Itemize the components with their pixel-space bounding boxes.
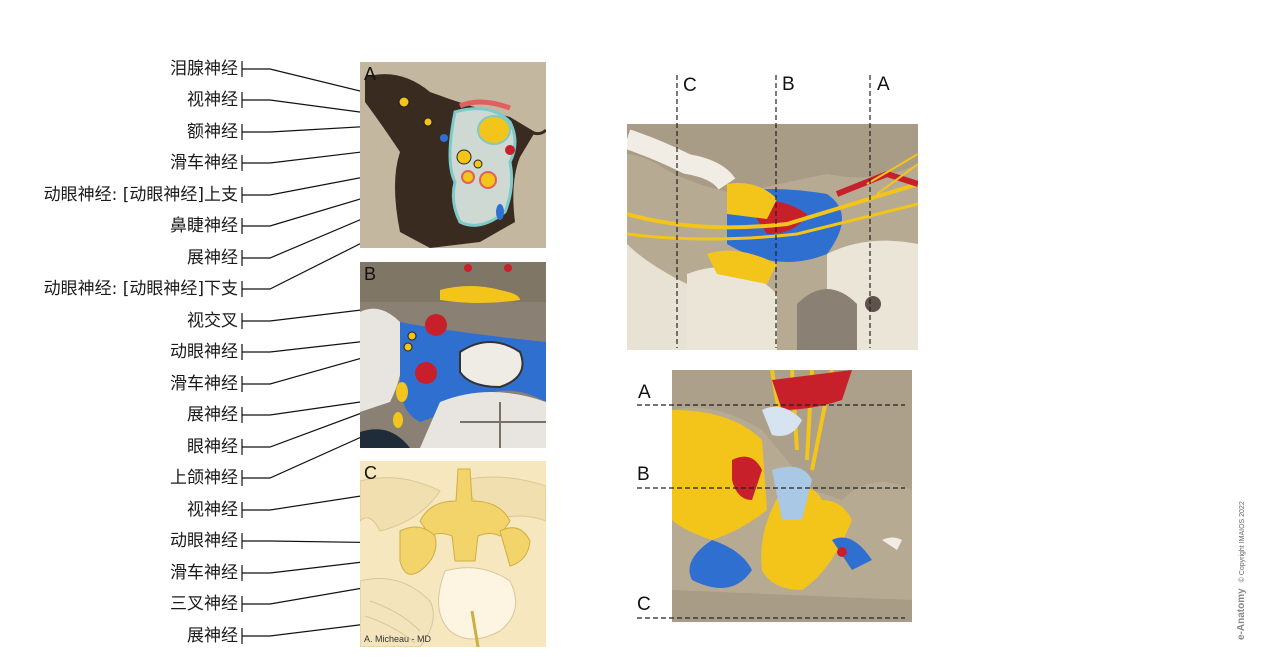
copyright-notice: e-Anatomy © Copyright IMAIOS 2022	[1236, 501, 1247, 640]
panel-b: B	[360, 262, 546, 448]
label-oculomotor-nerve: 动眼神经	[170, 342, 238, 362]
label-abducens-nerve: 展神经	[187, 626, 238, 646]
copyright-text: © Copyright IMAIOS 2022	[1239, 501, 1246, 583]
panel-a: A	[360, 62, 546, 248]
panel-b-illustration	[360, 262, 546, 448]
panel-c-letter: C	[364, 463, 377, 483]
label-optic-nerve: 视神经	[187, 500, 238, 520]
leader-maxillary	[242, 420, 398, 479]
section-a-side: A	[638, 382, 651, 403]
panel-c-illustration	[360, 461, 546, 647]
label-optic-chiasm: 视交叉	[187, 311, 238, 331]
section-c-side: C	[637, 594, 651, 615]
label-frontal-nerve: 额神经	[187, 122, 238, 142]
label-oculomotor-superior: 动眼神经: [动眼神经]上支	[43, 185, 238, 205]
label-oculomotor-inferior: 动眼神经: [动眼神经]下支	[43, 279, 238, 299]
label-trochlear-nerve: 滑车神经	[170, 153, 238, 173]
label-trochlear-nerve: 滑车神经	[170, 374, 238, 394]
label-nasociliary-nerve: 鼻睫神经	[170, 216, 238, 236]
section-c-top: C	[683, 75, 697, 96]
artist-credit: A. Micheau - MD	[364, 634, 432, 644]
section-a-top: A	[877, 74, 890, 95]
label-abducens-nerve: 展神经	[187, 248, 238, 268]
label-trigeminal-nerve: 三叉神经	[170, 594, 238, 614]
section-b-side: B	[637, 464, 650, 485]
label-lacrimal-nerve: 泪腺神经	[170, 59, 238, 79]
superior-view-illustration	[672, 370, 912, 622]
panel-a-illustration	[360, 62, 546, 248]
lateral-view-illustration	[627, 124, 918, 350]
section-b-top: B	[782, 74, 795, 95]
label-maxillary-nerve: 上颌神经	[170, 468, 238, 488]
panel-b-letter: B	[364, 264, 377, 284]
label-oculomotor-nerve: 动眼神经	[170, 531, 238, 551]
panel-c: C A. Micheau - MD	[360, 461, 546, 647]
brand-logo-text: e-Anatomy	[1236, 588, 1247, 640]
panel-a-letter: A	[364, 64, 377, 84]
label-abducens-nerve: 展神经	[187, 405, 238, 425]
lateral-view	[627, 124, 918, 350]
label-trochlear-nerve: 滑车神经	[170, 563, 238, 583]
label-optic-nerve: 视神经	[187, 90, 238, 110]
label-ophthalmic-nerve: 眼神经	[187, 437, 238, 457]
superior-view	[672, 370, 912, 622]
leader-ophthalmic	[242, 397, 403, 448]
